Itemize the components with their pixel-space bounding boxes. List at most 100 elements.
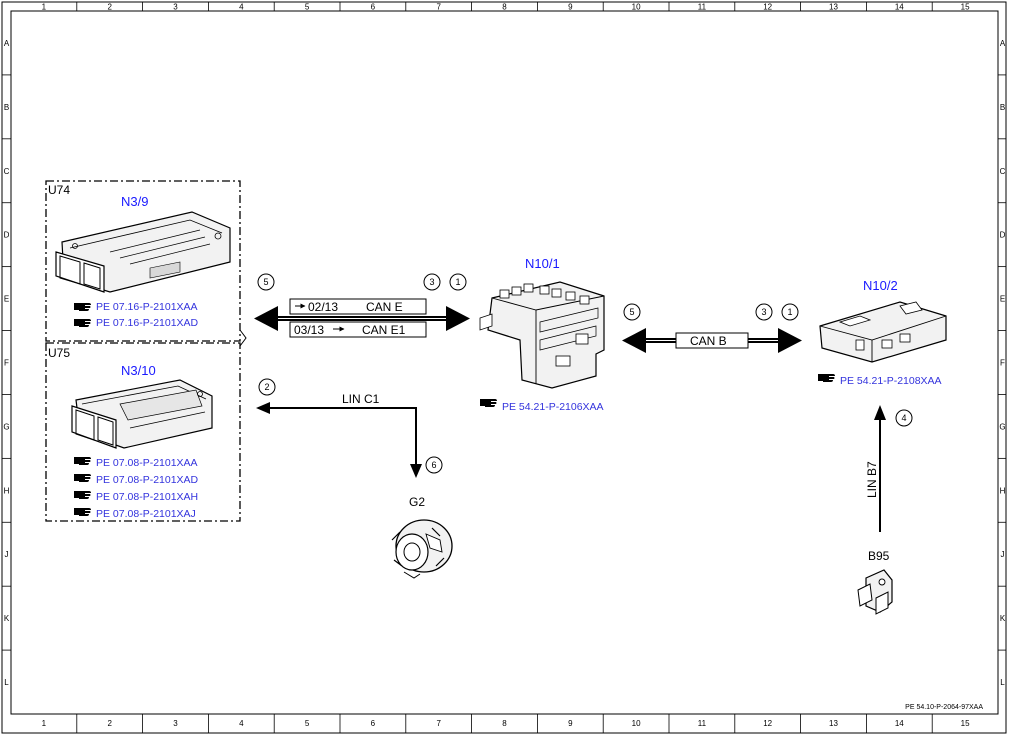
ruler-column-label: 10	[632, 719, 641, 728]
bus-label-can-e1: CAN E1	[362, 323, 406, 337]
component-label-n3-10[interactable]: N3/10	[121, 363, 156, 378]
ruler-row-label: E	[4, 295, 9, 304]
document-id: PE 54.10-P-2064-97XAA	[905, 704, 983, 711]
svg-text:3: 3	[761, 307, 766, 317]
ruler-column-label: 14	[895, 3, 904, 12]
ruler-column-label: 14	[895, 719, 904, 728]
ruler-column-label: 13	[829, 3, 838, 12]
ruler-row-label: E	[1000, 295, 1005, 304]
ruler-row-label: H	[4, 486, 10, 495]
ruler-row-label: J	[5, 550, 9, 559]
ruler-row-label: K	[4, 614, 10, 623]
svg-text:4: 4	[901, 413, 906, 423]
ruler-column-label: 4	[239, 719, 244, 728]
can-e-bus-arrow[interactable]	[254, 298, 470, 338]
alternator-g2-icon[interactable]	[391, 519, 453, 579]
ruler-column-label: 7	[436, 719, 441, 728]
component-label-n3-9[interactable]: N3/9	[121, 194, 148, 209]
svg-text:2: 2	[264, 382, 269, 392]
component-label-b95[interactable]: B95	[868, 549, 890, 563]
ruler-column-label: 11	[698, 719, 707, 728]
ruler-column-label: 7	[436, 3, 441, 12]
ruler-column-label: 8	[502, 3, 507, 12]
lin-c1-bus-arrow[interactable]	[256, 402, 422, 478]
marker-1b: 1	[781, 303, 799, 321]
ecu-n3-9-icon[interactable]	[55, 211, 231, 293]
ruler-column-label: 6	[371, 719, 376, 728]
reference-link[interactable]: PE 07.08-P-2101XAD	[96, 474, 199, 486]
ruler-row-label: L	[4, 678, 9, 687]
page-ref-can-e1[interactable]: 03/13	[294, 323, 345, 337]
reference-link[interactable]: PE 54.21-P-2108XAA	[840, 375, 942, 387]
ruler-row-label: H	[1000, 486, 1006, 495]
reference-n3-10-1[interactable]: PE 07.08-P-2101XAA	[74, 457, 198, 469]
group-box-u75	[45, 342, 241, 522]
marker-3a: 3	[423, 273, 441, 291]
reference-n3-10-3[interactable]: PE 07.08-P-2101XAH	[74, 491, 198, 503]
page-ref-text[interactable]: 02/13	[308, 300, 338, 314]
ruler-row-label: F	[4, 359, 9, 368]
group-label-u75: U75	[48, 346, 70, 360]
reference-n10-2-1[interactable]: PE 54.21-P-2108XAA	[818, 374, 942, 387]
ruler-row-label: A	[4, 39, 10, 48]
marker-4: 4	[895, 409, 913, 427]
svg-text:1: 1	[455, 277, 460, 287]
reference-link[interactable]: PE 07.16-P-2101XAD	[96, 317, 199, 329]
reference-link[interactable]: PE 54.21-P-2106XAA	[502, 401, 604, 413]
reference-link[interactable]: PE 07.16-P-2101XAA	[96, 301, 198, 313]
page-ref-text[interactable]: 03/13	[294, 323, 324, 337]
component-label-g2[interactable]: G2	[409, 495, 425, 509]
svg-text:5: 5	[629, 307, 634, 317]
can-b-bus-arrow[interactable]	[622, 328, 802, 353]
ruler-column-label: 8	[502, 719, 507, 728]
group-label-u74: U74	[48, 183, 70, 197]
sam-module-n10-2-icon[interactable]	[819, 301, 947, 363]
reference-link[interactable]: PE 07.08-P-2101XAH	[96, 491, 198, 503]
svg-text:6: 6	[431, 460, 436, 470]
bus-label-lin-c1: LIN C1	[342, 392, 380, 406]
reference-n3-10-4[interactable]: PE 07.08-P-2101XAJ	[74, 508, 196, 520]
component-label-n10-1[interactable]: N10/1	[525, 256, 560, 271]
ruler-row-label: K	[1000, 614, 1006, 623]
ruler-column-label: 12	[763, 3, 772, 12]
reference-n10-1-1[interactable]: PE 54.21-P-2106XAA	[480, 399, 604, 413]
group-box-u74	[45, 180, 241, 342]
reference-n3-9-2[interactable]: PE 07.16-P-2101XAD	[74, 317, 199, 329]
ruler-column-label: 15	[961, 3, 970, 12]
reference-link[interactable]: PE 07.08-P-2101XAJ	[96, 508, 196, 520]
group-join-mark	[239, 329, 247, 347]
ruler-column-label: 12	[763, 719, 772, 728]
ruler-row-label: B	[4, 103, 9, 112]
ruler-column-label: 9	[568, 719, 573, 728]
ecu-n3-10-icon[interactable]	[71, 379, 213, 449]
ruler-column-label: 13	[829, 719, 838, 728]
bus-label-can-e: CAN E	[366, 300, 403, 314]
ruler-column-label: 3	[173, 719, 178, 728]
component-label-n10-2[interactable]: N10/2	[863, 278, 898, 293]
marker-1a: 1	[449, 273, 467, 291]
reference-n3-10-2[interactable]: PE 07.08-P-2101XAD	[74, 474, 199, 486]
reference-link[interactable]: PE 07.08-P-2101XAA	[96, 457, 198, 469]
ruler-row-label: D	[4, 231, 10, 240]
ruler-column-label: 5	[305, 719, 310, 728]
ruler-column-label: 3	[173, 3, 178, 12]
sam-module-n10-1-icon[interactable]	[479, 281, 605, 389]
ruler-column-label: 4	[239, 3, 244, 12]
ruler-column-label: 11	[698, 3, 707, 12]
battery-sensor-b95-icon[interactable]	[857, 569, 893, 615]
bus-label-lin-b7: LIN B7	[865, 461, 879, 498]
ruler-column-label: 15	[961, 719, 970, 728]
ruler-row-label: C	[4, 167, 10, 176]
ruler-column-label: 9	[568, 3, 573, 12]
marker-6: 6	[425, 456, 443, 474]
lin-b7-bus-arrow[interactable]	[874, 405, 886, 532]
ruler-column-label: 2	[107, 3, 112, 12]
reference-n3-9-1[interactable]: PE 07.16-P-2101XAA	[74, 301, 198, 313]
page-ref-can-e[interactable]: 02/13	[295, 300, 338, 314]
ruler-row-label: J	[1001, 550, 1005, 559]
svg-text:5: 5	[263, 277, 268, 287]
